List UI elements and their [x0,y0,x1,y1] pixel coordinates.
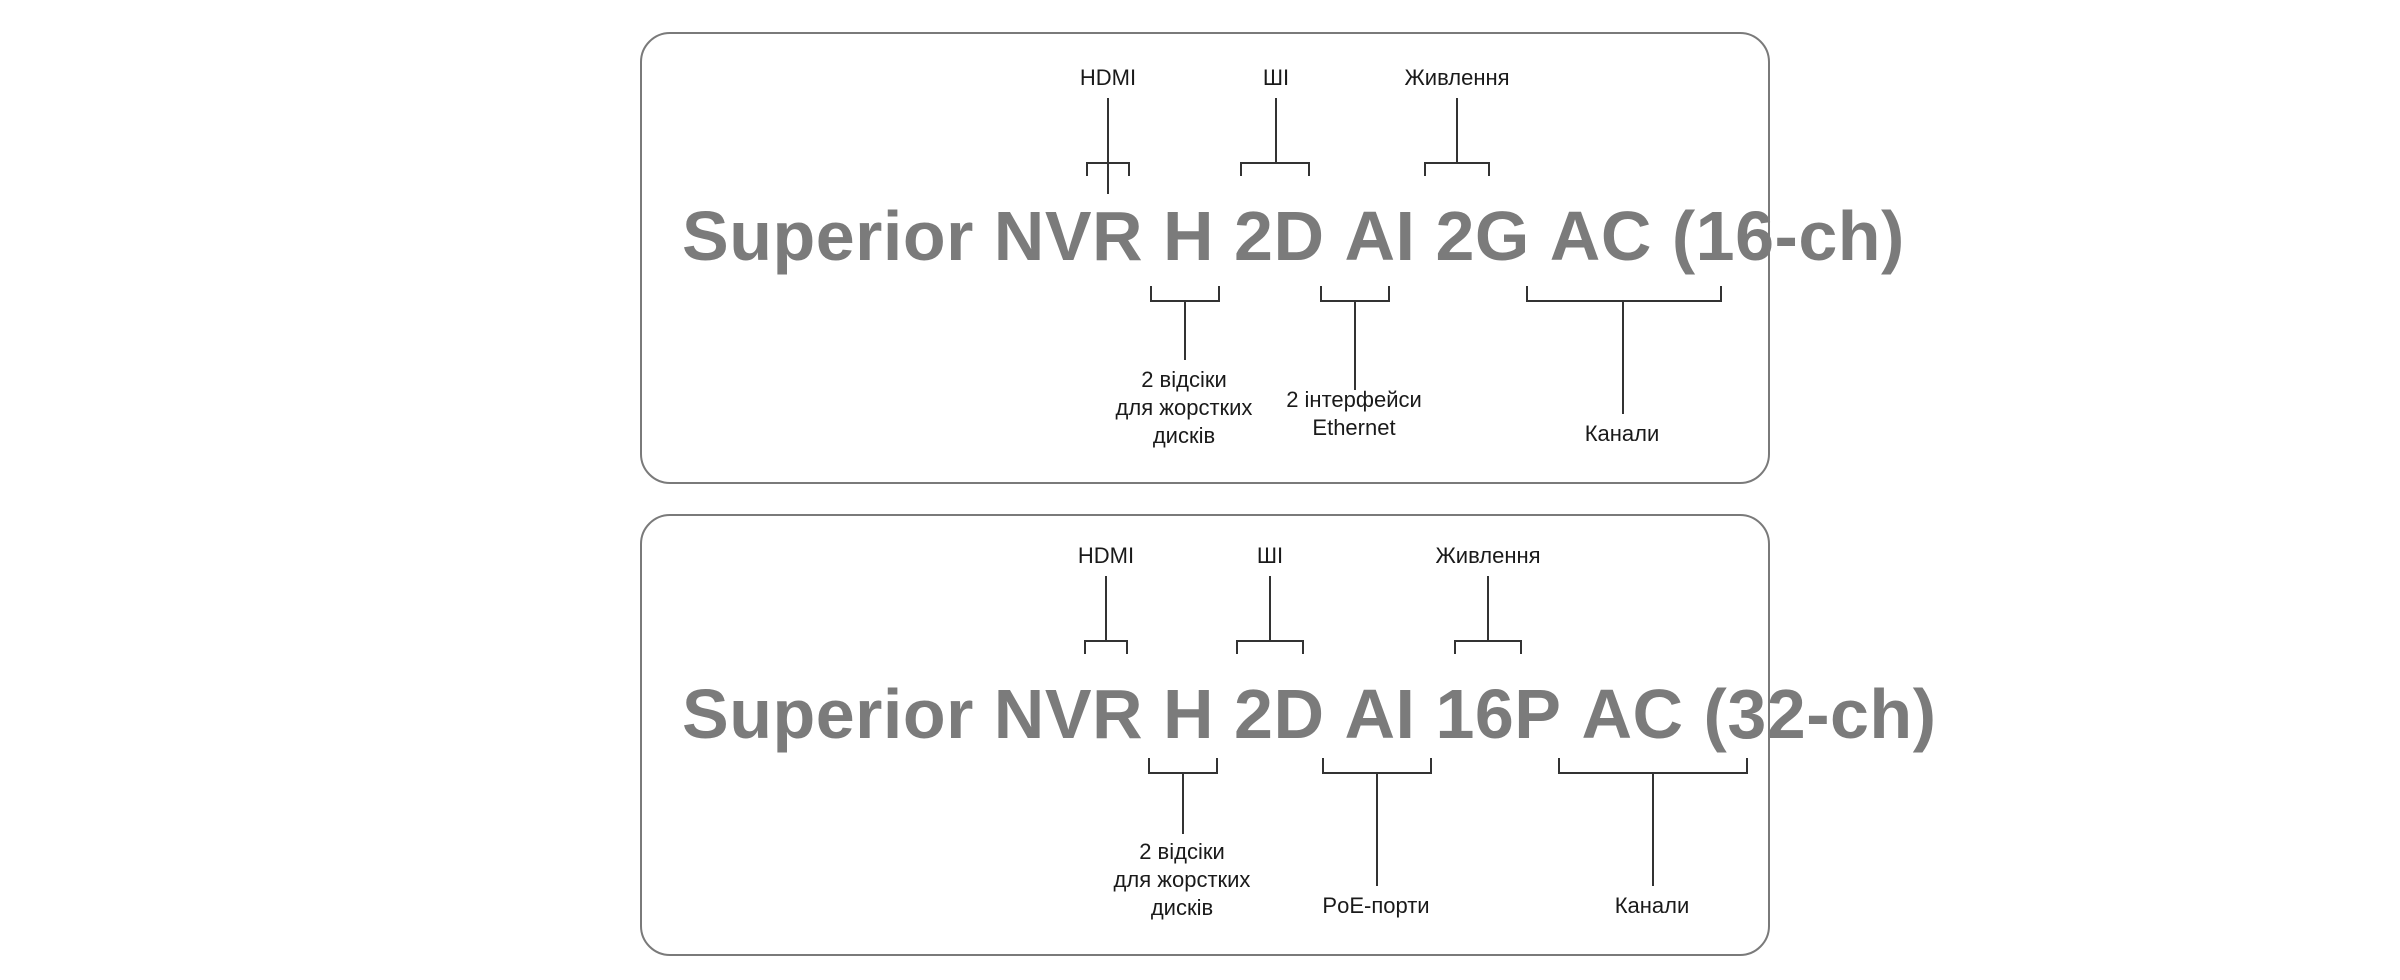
connector-disks [1184,300,1186,360]
bracket-ai-right [1302,640,1304,654]
token-type: NVR [993,675,1144,753]
bracket-channels-right [1746,758,1748,774]
connector-disks [1182,772,1184,834]
token-ethernet: 2G [1435,197,1530,275]
label-channels: Канали [1585,420,1660,448]
bracket-ai [1236,640,1304,642]
label-disks-line-1: 2 відсіки [1141,367,1227,392]
label-poe-line-1: PoE-порти [1322,893,1430,918]
connector-poe [1376,772,1378,886]
bracket-power-left [1454,640,1456,654]
connector-hdmi [1105,576,1107,642]
connector-channels [1622,300,1624,414]
label-disks-line-2: для жорстких [1115,395,1253,420]
bracket-channels-left [1558,758,1560,774]
label-disks-line-2: для жорстких [1113,867,1251,892]
label-power: Живлення [1435,543,1541,568]
label-power: Живлення [1404,65,1510,90]
bracket-disks-left [1148,758,1150,774]
label-poe: PoE-порти [1322,892,1429,920]
bracket-disks-left [1150,286,1152,302]
label-ethernet-line-2: Ethernet [1312,415,1396,440]
label-ethernet-line-1: 2 інтерфейси [1286,387,1422,412]
label-ethernet: 2 інтерфейси Ethernet [1286,386,1422,442]
bracket-channels-left [1526,286,1528,302]
label-channels-line-1: Канали [1584,421,1660,446]
bracket-power-right [1488,162,1490,176]
bracket-power [1424,162,1490,164]
bracket-hdmi-right [1126,640,1128,654]
model-name: Superior NVR H 2D AI 2G AC (16-ch) [682,196,1905,276]
label-ai: ШІ [1262,65,1290,90]
connector-channels [1652,772,1654,886]
label-ai: ШІ [1256,543,1284,568]
label-disks-line-3: дисків [1150,895,1214,920]
token-power: AC [1581,675,1684,753]
token-type: NVR [993,197,1144,275]
connector-power [1487,576,1489,642]
label-hdmi: HDMI [1079,65,1137,90]
label-disks-line-1: 2 відсіки [1139,839,1225,864]
token-ai: AI [1344,675,1416,753]
bracket-hdmi-left [1086,162,1088,176]
token-channels: (32-ch) [1703,675,1937,753]
token-poe: 16P [1435,675,1562,753]
token-channels: (16-ch) [1671,197,1905,275]
token-ai: AI [1344,197,1416,275]
token-disks: 2D [1234,197,1325,275]
bracket-ethernet-right [1388,286,1390,302]
model-panel-16ch: Superior NVR H 2D AI 2G AC (16-ch) HDMI … [640,32,1904,484]
bracket-hdmi [1086,162,1130,164]
bracket-power [1454,640,1522,642]
bracket-ai [1240,162,1310,164]
bracket-poe-right [1430,758,1432,774]
model-name: Superior NVR H 2D AI 16P AC (32-ch) [682,674,1937,754]
connector-ethernet [1354,300,1356,390]
bracket-ai-left [1236,640,1238,654]
bracket-ai-right [1308,162,1310,176]
bracket-channels [1526,300,1722,302]
bracket-power-left [1424,162,1426,176]
connector-power [1456,98,1458,164]
bracket-poe-left [1322,758,1324,774]
token-disks: 2D [1234,675,1325,753]
label-disks: 2 відсіки для жорстких дисків [1116,366,1253,450]
model-panel-32ch: Superior NVR H 2D AI 16P AC (32-ch) HDMI… [640,514,1936,956]
bracket-disks-right [1218,286,1220,302]
connector-hdmi [1107,98,1109,194]
label-hdmi: HDMI [1077,543,1135,568]
bracket-disks-right [1216,758,1218,774]
label-channels-line-1: Канали [1614,893,1690,918]
bracket-power-right [1520,640,1522,654]
bracket-hdmi-right [1128,162,1130,176]
label-channels: Канали [1615,892,1690,920]
label-disks: 2 відсіки для жорстких дисків [1114,838,1251,922]
token-hdmi: H [1163,675,1215,753]
token-power: AC [1549,197,1652,275]
label-disks-line-3: дисків [1152,423,1216,448]
bracket-hdmi [1084,640,1128,642]
token-hdmi: H [1163,197,1215,275]
connector-ai [1269,576,1271,642]
bracket-ai-left [1240,162,1242,176]
bracket-ethernet-left [1320,286,1322,302]
token-brand: Superior [682,675,974,753]
bracket-hdmi-left [1084,640,1086,654]
connector-ai [1275,98,1277,164]
token-brand: Superior [682,197,974,275]
bracket-channels-right [1720,286,1722,302]
